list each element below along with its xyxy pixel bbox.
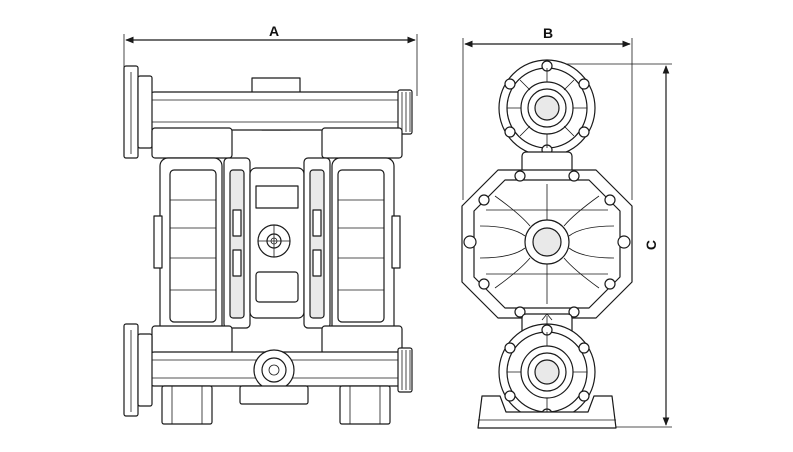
left-diaphragm-plate <box>223 157 251 329</box>
dimension-a-label: A <box>269 23 279 39</box>
right-top-port <box>397 89 413 135</box>
right-chamber <box>331 157 401 335</box>
pump-feet <box>161 385 391 425</box>
left-chamber <box>153 157 223 335</box>
right-bottom-port <box>397 347 413 393</box>
lower-left-housing <box>151 325 233 355</box>
left-top-flange <box>123 65 153 159</box>
top-port-flange <box>498 59 596 157</box>
center-air-valve <box>249 167 305 319</box>
dimension-b-label: B <box>543 25 553 41</box>
pump-front-view <box>123 65 413 425</box>
upper-right-housing <box>321 127 403 159</box>
side-base <box>477 395 617 429</box>
dimension-a: A <box>123 23 418 96</box>
lower-right-housing <box>321 325 403 355</box>
top-manifold <box>149 77 411 131</box>
pump-side-view <box>461 59 633 429</box>
right-diaphragm-plate <box>303 157 331 329</box>
left-bottom-flange <box>123 323 153 417</box>
dimension-c-label: C <box>643 240 659 250</box>
upper-left-housing <box>151 127 233 159</box>
center-body <box>461 169 633 319</box>
dimension-b: B <box>462 25 633 200</box>
bottom-port-flange <box>498 323 596 421</box>
bottom-manifold <box>149 349 411 391</box>
